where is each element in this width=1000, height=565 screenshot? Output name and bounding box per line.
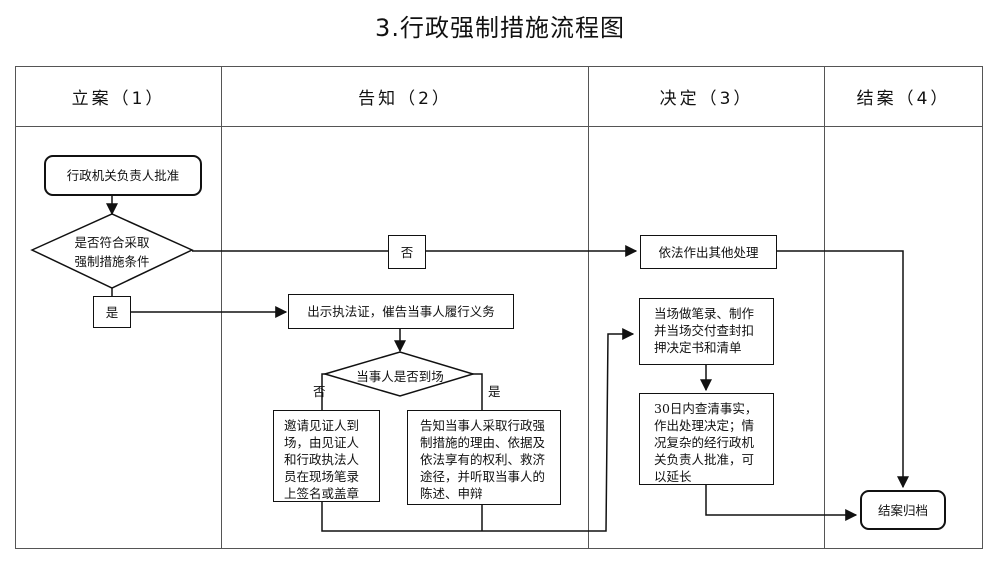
invite-witness-label: 邀请见证人到场，由见证人和行政执法人员在现场笔录上签名或盖章: [284, 418, 360, 501]
branch-yes-label: 是: [488, 384, 501, 399]
show-cert-label: 出示执法证，催告当事人履行义务: [307, 304, 495, 319]
investigate-label: 30日内查清事实，作出处理决定；情况复杂的经行政机关负责人批准，可以延长: [654, 401, 758, 484]
lane-header-close: 结案（4）: [824, 66, 983, 127]
page-title: 3.行政强制措施流程图: [375, 14, 625, 42]
lane-label: 立案（1）: [71, 89, 166, 109]
yes-label: 是: [105, 304, 119, 320]
party-present-label: 当事人是否到场: [356, 369, 444, 384]
other-handling-box: 依法作出其他处理: [640, 235, 777, 269]
investigate-box: 30日内查清事实，作出处理决定；情况复杂的经行政机关负责人批准，可以延长: [639, 393, 774, 485]
lane-label: 决定（3）: [659, 89, 754, 109]
no-label-box: 否: [388, 235, 426, 269]
branch-no-label: 否: [313, 384, 326, 399]
condition-diamond: [30, 213, 194, 289]
lane-body-close: [824, 126, 983, 549]
approve-box: 行政机关负责人批准: [44, 155, 202, 196]
lane-label: 告知（2）: [358, 89, 452, 109]
no-label: 否: [400, 244, 414, 260]
invite-witness-box: 邀请见证人到场，由见证人和行政执法人员在现场笔录上签名或盖章: [273, 410, 380, 502]
inform-party-box: 告知当事人采取行政强制措施的理由、依据及依法享有的权利、救济途径，并听取当事人的…: [407, 410, 561, 505]
show-cert-box: 出示执法证，催告当事人履行义务: [288, 294, 514, 329]
condition-line-2: 强制措施条件: [74, 254, 150, 269]
party-present-diamond: [322, 351, 476, 397]
other-handling-label: 依法作出其他处理: [658, 244, 759, 260]
inform-party-label: 告知当事人采取行政强制措施的理由、依据及依法享有的权利、救济途径，并听取当事人的…: [420, 418, 546, 501]
approve-label: 行政机关负责人批准: [66, 168, 180, 183]
close-case-label: 结案归档: [877, 502, 928, 518]
condition-line-1: 是否符合采取: [74, 235, 150, 250]
onsite-record-box: 当场做笔录、制作并当场交付查封扣押决定书和清单: [639, 298, 774, 365]
onsite-record-label: 当场做笔录、制作并当场交付查封扣押决定书和清单: [654, 306, 755, 355]
condition-label: 是否符合采取 强制措施条件: [62, 233, 162, 271]
lane-label: 结案（4）: [856, 89, 951, 109]
close-case-box: 结案归档: [860, 490, 946, 530]
yes-label-box: 是: [93, 296, 131, 328]
